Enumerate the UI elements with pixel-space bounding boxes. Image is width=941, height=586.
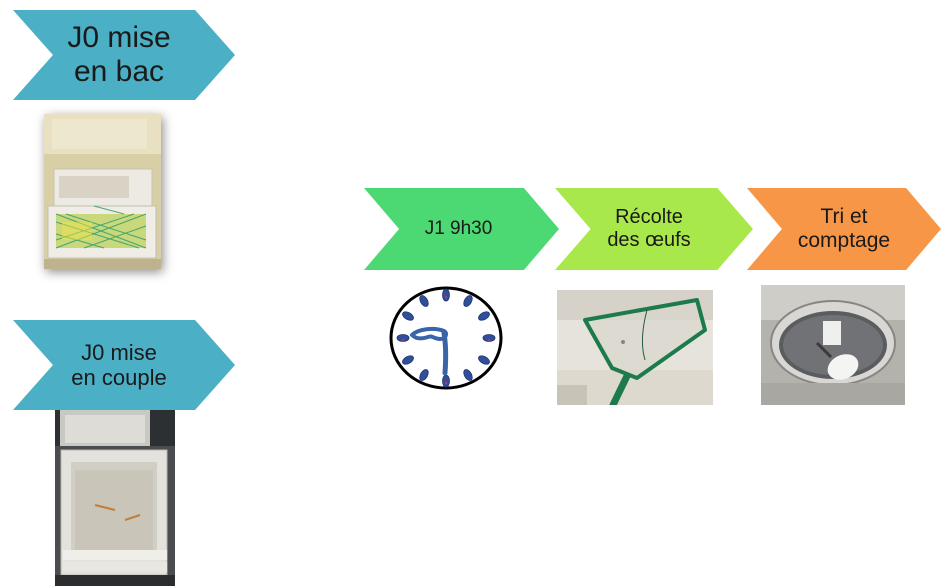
step-j0-bac-line2: en bac (73, 55, 165, 88)
step-j0-mise-en-bac-label: J0 mise en bac (67, 21, 170, 90)
step-recolte: Récolte des œufs (555, 188, 753, 270)
step-j0-couple-line2: en couple (71, 365, 167, 390)
step-tri-comptage: Tri et comptage (747, 188, 941, 270)
step-j0-bac-line1: J0 mise (67, 20, 171, 54)
step-tri-label: Tri et comptage (798, 205, 890, 253)
photo-tanks-couple (55, 410, 175, 586)
step-j0-couple-line1: J0 mise (81, 339, 157, 365)
photo-net (557, 290, 713, 405)
step-j0-mise-en-bac: J0 mise en bac (13, 10, 235, 100)
step-tri-line1: Tri et (820, 204, 868, 228)
step-j1: J1 9h30 (364, 188, 559, 270)
step-j1-label: J1 9h30 (424, 218, 493, 240)
photo-petri-dish (761, 285, 905, 405)
step-recolte-line2: des œufs (607, 229, 691, 251)
step-recolte-line1: Récolte (615, 206, 683, 228)
step-tri-line2: comptage (797, 229, 891, 252)
clock-icon (388, 285, 504, 391)
step-recolte-label: Récolte des œufs (607, 206, 690, 252)
step-j0-mise-en-couple-label: J0 mise en couple (71, 340, 166, 391)
photo-tanks-bac (44, 114, 161, 269)
step-j0-mise-en-couple: J0 mise en couple (13, 320, 235, 410)
